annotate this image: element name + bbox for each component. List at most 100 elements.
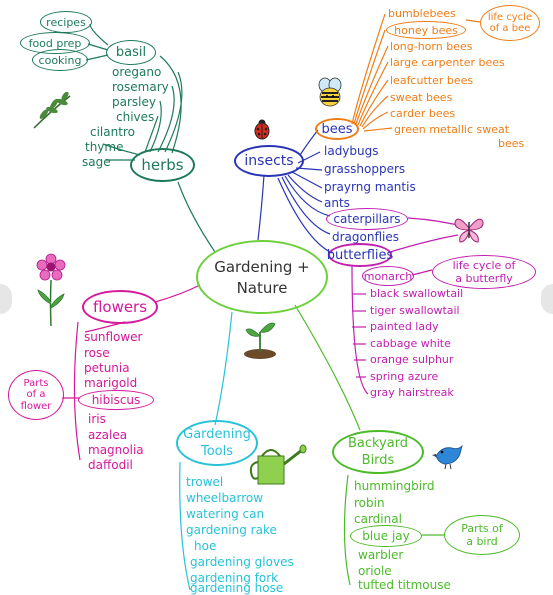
- food-prep-label: food prep: [28, 36, 82, 50]
- butterfly-item: painted lady: [370, 320, 439, 333]
- link-center-herbs: [177, 181, 216, 253]
- insect-item: dragonflies: [332, 230, 399, 244]
- butterfly-lifecycle-node[interactable]: life cycle of a butterfly: [432, 255, 536, 289]
- monarch-label: monarch: [363, 269, 413, 283]
- bees-label: bees: [321, 121, 353, 137]
- insects-label: insects: [244, 153, 294, 169]
- tool-item: gardening hose: [190, 581, 284, 595]
- herb-item: sage: [82, 155, 111, 169]
- bird-item: tufted titmouse: [358, 578, 451, 592]
- bird-item: hummingbird: [354, 479, 435, 493]
- cooking-node[interactable]: cooking: [32, 49, 88, 71]
- flower-item: magnolia: [88, 443, 144, 457]
- birds-label-line2: Birds: [361, 453, 395, 468]
- bird-item: warbler: [358, 548, 404, 562]
- insect-item: ladybugs: [324, 144, 379, 158]
- flower-item: daffodil: [88, 458, 133, 472]
- seedling-icon: [244, 322, 276, 359]
- bird-item: robin: [354, 496, 385, 510]
- link-center-tools: [214, 311, 233, 426]
- tool-item: gardening rake: [186, 523, 277, 537]
- center-title-line2: Nature: [236, 278, 288, 297]
- caterpillars-label: caterpillars: [333, 212, 401, 226]
- insect-item: prayrng mantis: [324, 180, 416, 194]
- herbs-label: herbs: [141, 156, 184, 174]
- recipes-label: recipes: [46, 15, 86, 29]
- butterfly-item: gray hairstreak: [370, 386, 454, 399]
- bee-item: bees: [498, 137, 525, 150]
- tool-item: wheelbarrow: [186, 491, 264, 505]
- herb-item: chives: [116, 110, 155, 124]
- flowers-label: flowers: [92, 298, 148, 316]
- scroll-left-handle[interactable]: [0, 284, 12, 314]
- butterfly-item: cabbage white: [370, 337, 451, 350]
- honey-bees-label: honey bees: [394, 23, 458, 37]
- ladybug-icon: [254, 119, 270, 140]
- flower-parts-line3: flower: [20, 400, 52, 412]
- center-title-line1: Gardening +: [214, 257, 310, 276]
- bird-parts-line1: Parts of: [461, 522, 503, 535]
- tool-item: watering can: [186, 507, 265, 521]
- tool-item: gardening gloves: [190, 555, 294, 569]
- butterflies-label: butterflies: [326, 247, 394, 263]
- caterpillars-node[interactable]: caterpillars: [326, 208, 408, 230]
- bee-lifecycle-node[interactable]: life cycle of a bee: [480, 5, 540, 41]
- bird-icon: [432, 444, 463, 470]
- flowers-node[interactable]: flowers: [82, 290, 158, 324]
- herb-item: thyme: [85, 140, 124, 154]
- butterfly-lifecycle-line2: a butterfly: [455, 272, 513, 285]
- tool-item: gardening fork: [190, 571, 279, 585]
- herb-item: rosemary: [112, 80, 169, 94]
- butterfly-item: orange sulphur: [370, 353, 454, 366]
- monarch-node[interactable]: monarch: [362, 266, 414, 286]
- bee-item: sweat bees: [390, 91, 453, 104]
- hibiscus-label: hibiscus: [91, 393, 141, 407]
- insect-item: ants: [324, 196, 350, 210]
- flower-item: azalea: [88, 428, 128, 442]
- butterflies-node[interactable]: butterflies: [326, 243, 394, 267]
- flower-icon: [36, 253, 66, 327]
- recipes-node[interactable]: recipes: [40, 11, 92, 33]
- flower-parts-node[interactable]: Parts of a flower: [8, 370, 64, 420]
- bee-item: bumblebees: [388, 7, 456, 20]
- tools-node[interactable]: Gardening Tools: [176, 420, 258, 466]
- blue-jay-label: blue jay: [362, 529, 410, 543]
- blue-jay-node[interactable]: blue jay: [350, 525, 422, 547]
- herb-sprig-icon: [33, 92, 71, 129]
- bee-item: long-horn bees: [390, 40, 473, 53]
- tool-item: trowel: [186, 475, 224, 489]
- herb-item: parsley: [112, 95, 156, 109]
- flower-item: rose: [84, 346, 110, 360]
- butterfly-icon: [454, 218, 484, 243]
- insect-item: grasshoppers: [324, 162, 406, 176]
- insects-node[interactable]: insects: [234, 145, 304, 177]
- bird-parts-node[interactable]: Parts of a bird: [444, 515, 520, 555]
- flower-item: petunia: [84, 361, 130, 375]
- basil-node[interactable]: basil: [106, 40, 156, 65]
- bird-item: cardinal: [354, 512, 402, 526]
- link-center-birds: [294, 304, 361, 431]
- tool-item: hoe: [194, 539, 217, 553]
- birds-node[interactable]: Backyard Birds: [332, 430, 424, 474]
- bird-parts-line2: a bird: [466, 535, 498, 548]
- bee-item: leafcutter bees: [390, 74, 474, 87]
- butterfly-item: spring azure: [370, 370, 439, 383]
- tools-label-line2: Tools: [200, 444, 234, 459]
- herb-item: cilantro: [90, 125, 135, 139]
- flower-item: marigold: [84, 376, 138, 390]
- center-node[interactable]: Gardening + Nature: [196, 240, 328, 314]
- tools-label-line1: Gardening: [183, 427, 251, 442]
- bee-lifecycle-line2: of a bee: [489, 23, 531, 34]
- bee-icon: [318, 77, 342, 107]
- flower-item: iris: [88, 412, 106, 426]
- link-center-flowers: [154, 284, 201, 303]
- herbs-node[interactable]: herbs: [130, 148, 195, 182]
- bee-item: carder bees: [390, 107, 456, 120]
- flower-parts-line1: Parts: [23, 377, 49, 389]
- hibiscus-node[interactable]: hibiscus: [78, 390, 154, 410]
- bees-node[interactable]: bees: [315, 118, 359, 140]
- honey-bees-node[interactable]: honey bees: [386, 21, 466, 39]
- scroll-right-handle[interactable]: [541, 284, 553, 314]
